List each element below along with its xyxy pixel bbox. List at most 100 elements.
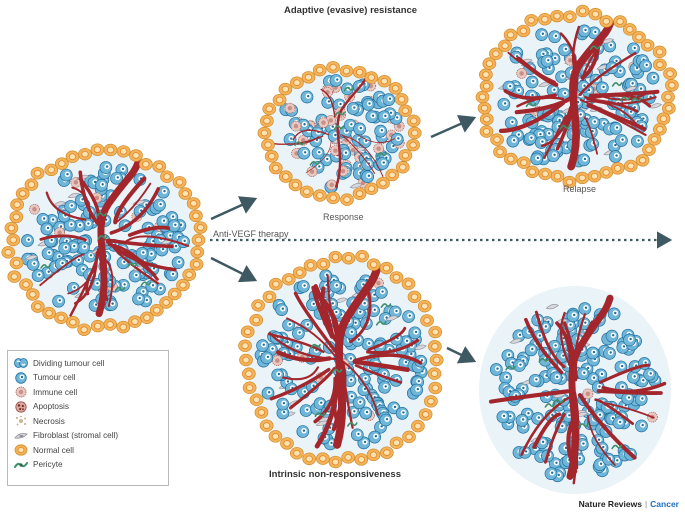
tumour-cell [610,122,622,134]
normal-cell [389,82,402,94]
legend-item-tumour-cell: Tumour cell [14,371,168,386]
tumour-cell [615,135,627,147]
normal-cell [260,115,273,127]
normal-cell [313,190,326,202]
tumour-cell [635,420,647,432]
normal-cell [173,176,186,188]
normal-cell [407,115,420,127]
normal-cell [525,14,538,26]
normal-cell [662,102,675,114]
normal-cell [624,160,637,172]
tumour-cell [627,371,639,383]
footer-brand: Nature Reviews [579,499,642,509]
normal-cell [117,146,130,158]
apoptosis-icon [14,401,28,413]
normal-cell [43,307,56,319]
normal-cell [55,312,68,324]
tumour-cell-icon [14,372,28,384]
normal-cell [265,150,278,162]
title-intrinsic-nonresponsiveness: Intrinsic non-responsiveness [269,469,401,480]
label-relapse: Relapse [563,184,596,194]
normal-cell [588,170,601,182]
normal-cell [273,94,286,106]
tumour-cell [277,398,289,410]
normal-cell [411,420,424,432]
tumour-cell [53,295,65,307]
normal-cell [538,13,551,25]
tumour-cell [379,381,391,393]
tumour-relapse [476,5,678,188]
normal-cell [636,154,649,166]
normal-cell [329,251,342,263]
tumour-cell [640,60,652,72]
arrow-to-response [211,199,255,219]
normal-cell [130,150,143,162]
normal-cell [479,69,492,81]
legend-label: Tumour cell [33,373,75,382]
normal-cell [476,91,489,103]
tumour-cell [276,304,288,316]
immune-cell [285,103,295,113]
normal-cell [252,300,265,312]
normal-cell [279,83,292,95]
tumour-cell [362,98,374,110]
arrow-to-nonresponse [211,258,255,280]
normal-cell [19,279,32,291]
normal-cell [380,447,393,459]
normal-cell [239,340,252,352]
immune-cell [374,144,384,154]
normal-cell [91,144,104,156]
tumour-cell [32,269,44,281]
legend-item-fibroblast: Fibroblast (stromal cell) [14,429,168,444]
normal-cell [589,8,602,20]
normal-cell [140,312,153,324]
normal-cell [290,447,303,459]
tumour-cell [133,293,145,305]
tumour-cell [359,136,371,148]
tumour-cell [596,82,608,94]
normal-cell [104,319,117,331]
immune-cell [583,389,593,399]
normal-cell [282,273,295,285]
normal-cell [429,326,442,338]
normal-cell [419,409,432,421]
legend-item-dividing-tumour-cell: Dividing tumour cell [14,356,168,371]
normal-cell [302,71,315,83]
normal-cell [642,144,655,156]
tumour-cell [354,123,366,135]
immune-cell [272,356,282,366]
normal-cell [194,222,207,234]
normal-cell [399,149,412,161]
tumour-cell [362,171,374,183]
normal-cell [430,354,443,366]
normal-cell [313,64,326,76]
normal-cell [342,452,355,464]
tumour-cell [567,310,579,322]
tumour-cell [351,429,363,441]
normal-cell [356,250,369,262]
immune-cell [517,68,527,78]
tumour-cell [403,311,415,323]
tumour-cell [587,347,599,359]
normal-cell [478,102,491,114]
tumour-cell [409,327,421,339]
normal-cell [183,269,196,281]
normal-cell [402,278,415,290]
normal-cell [189,210,202,222]
tumour-cell [168,220,180,232]
normal-cell [428,368,441,380]
normal-cell [480,80,493,92]
normal-cell [480,113,493,125]
tumour-cell [272,369,284,381]
tumour-cell [292,327,304,339]
normal-cell [263,291,276,303]
normal-cell [504,153,517,165]
normal-cell [494,146,507,158]
normal-cell [367,449,380,461]
normal-cell [261,139,274,151]
normal-cell [304,259,317,271]
normal-cell [491,134,504,146]
tumour-cell [380,414,392,426]
tumour-cell [603,347,615,359]
tumour-cell [297,280,309,292]
